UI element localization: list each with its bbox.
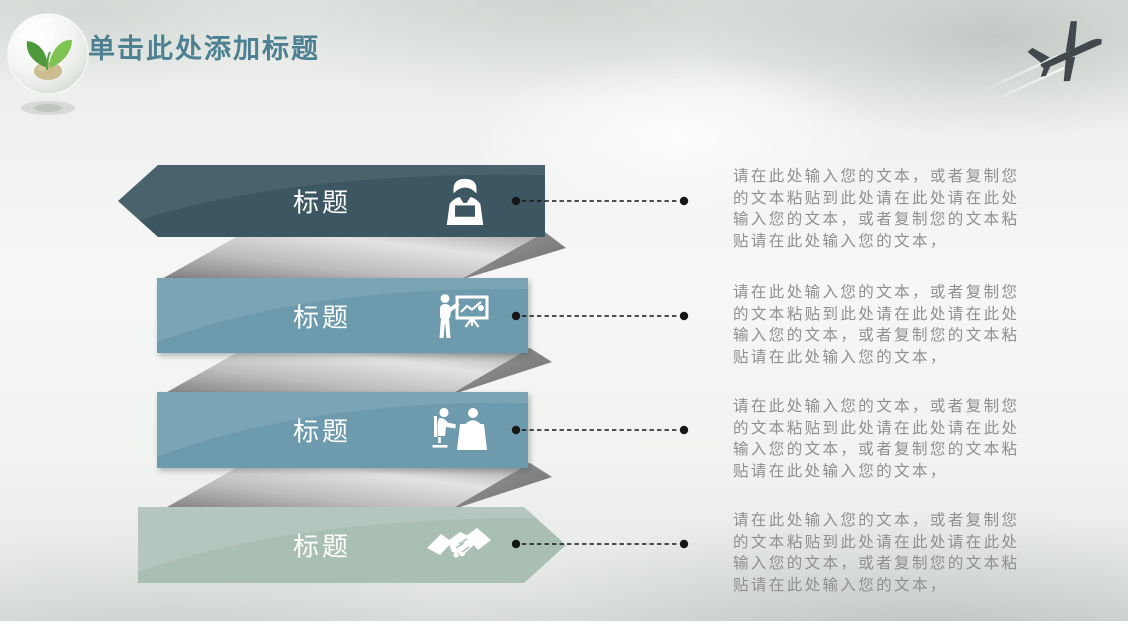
jet-silhouette — [1027, 21, 1102, 82]
handshake-icon — [426, 524, 492, 566]
page-title[interactable]: 单击此处添加标题 — [88, 34, 320, 64]
text-block-4[interactable]: 请在此处输入您的文本，或者复制您的文本粘贴到此处请在此处请在此处输入您的文本，或… — [733, 512, 1020, 594]
banner-2-highlight — [157, 278, 528, 342]
banner-4-highlight — [138, 507, 566, 572]
airplane-decoration — [979, 4, 1128, 104]
fold-1 — [160, 232, 566, 280]
banner-2[interactable]: 标题 — [157, 278, 528, 353]
interview-desk-icon — [429, 405, 489, 455]
presentation-chart-icon — [435, 292, 491, 340]
banner-3[interactable]: 标题 — [157, 392, 528, 468]
banner-1-label[interactable]: 标题 — [292, 187, 351, 218]
banner-2-label[interactable]: 标题 — [292, 302, 351, 332]
banner-4-label[interactable]: 标题 — [292, 531, 351, 562]
banner-1[interactable]: 标题 — [118, 165, 545, 237]
text-block-3[interactable]: 请在此处输入您的文本，或者复制您的文本粘贴到此处请在此处请在此处输入您的文本，或… — [733, 398, 1020, 480]
banner-3-label[interactable]: 标题 — [292, 416, 351, 447]
banner-3-highlight — [157, 392, 528, 457]
banner-1-highlight — [118, 165, 545, 227]
airplane-icon — [979, 21, 1102, 102]
text-block-2[interactable]: 请在此处输入您的文本，或者复制您的文本粘贴到此处请在此处请在此处输入您的文本，或… — [733, 284, 1020, 366]
fold-3 — [160, 463, 552, 511]
person-laptop-icon — [441, 176, 489, 226]
seedling-sphere-logo — [4, 8, 92, 120]
fold-2 — [160, 348, 552, 396]
banner-4[interactable]: 标题 — [138, 507, 566, 583]
seedling-sphere-icon — [7, 13, 89, 115]
text-block-1[interactable]: 请在此处输入您的文本，或者复制您的文本粘贴到此处请在此处请在此处输入您的文本，或… — [733, 168, 1020, 250]
